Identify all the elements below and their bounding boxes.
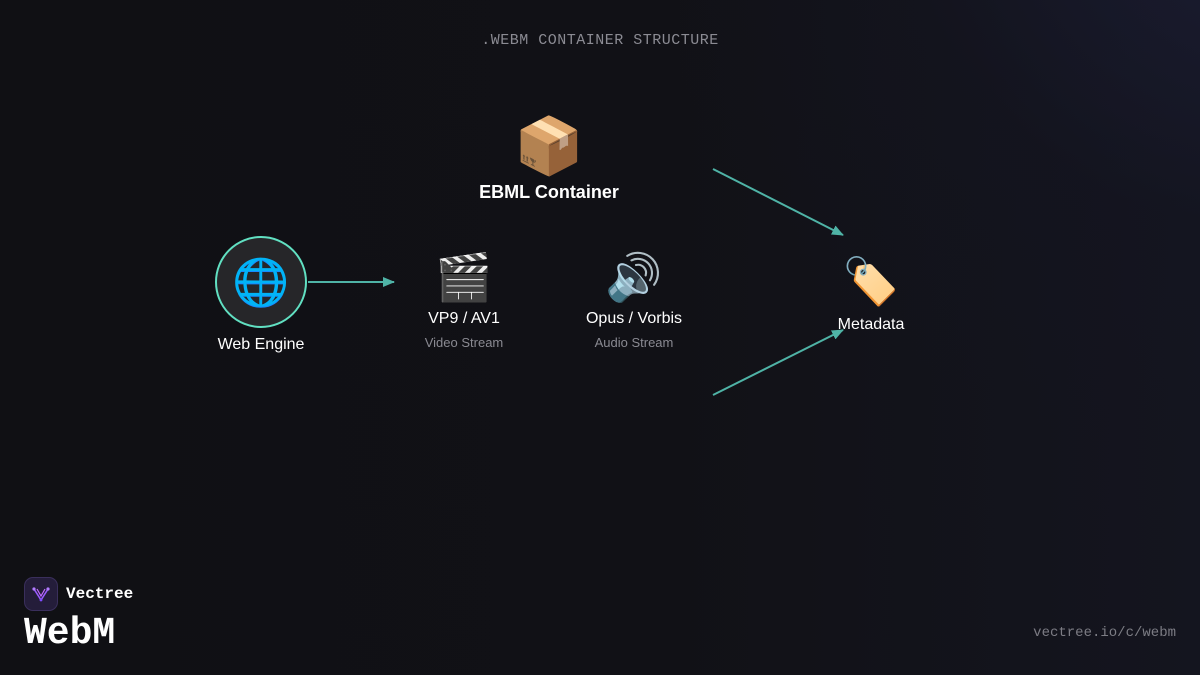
web-engine-node: 🌐 Web Engine <box>196 236 326 354</box>
web-engine-circle: 🌐 <box>215 236 307 328</box>
product-name: WebM <box>24 612 116 655</box>
ebml-container-node: 📦 EBML Container <box>449 118 649 203</box>
vectree-logo-icon <box>24 577 58 611</box>
brand-row: Vectree <box>24 577 133 611</box>
page-title: .WEBM CONTAINER STRUCTURE <box>481 32 719 49</box>
audio-stream-sublabel: Audio Stream <box>594 335 674 350</box>
metadata-node: 🏷️ Metadata <box>811 258 931 334</box>
web-engine-label: Web Engine <box>217 336 305 353</box>
speaker-icon: 🔊 <box>605 251 663 303</box>
package-icon: 📦 <box>514 114 584 177</box>
video-stream-node: 🎬 VP9 / AV1 Video Stream <box>394 254 534 350</box>
tag-icon: 🏷️ <box>842 255 900 307</box>
metadata-label: Metadata <box>837 316 905 333</box>
globe-icon: 🌐 <box>232 256 290 308</box>
video-stream-sublabel: Video Stream <box>424 335 504 350</box>
video-codec-label: VP9 / AV1 <box>428 310 500 327</box>
arrow-ebml-to-metadata <box>712 168 844 236</box>
brand-block: Vectree WebM <box>24 577 133 655</box>
audio-codec-label: Opus / Vorbis <box>585 310 683 327</box>
source-url: vectree.io/c/webm <box>1033 625 1176 641</box>
clapperboard-icon: 🎬 <box>435 251 493 303</box>
ebml-container-label: EBML Container <box>479 182 619 202</box>
audio-stream-node: 🔊 Opus / Vorbis Audio Stream <box>564 254 704 350</box>
arrow-audio-to-metadata <box>712 329 844 396</box>
brand-name: Vectree <box>66 585 134 603</box>
